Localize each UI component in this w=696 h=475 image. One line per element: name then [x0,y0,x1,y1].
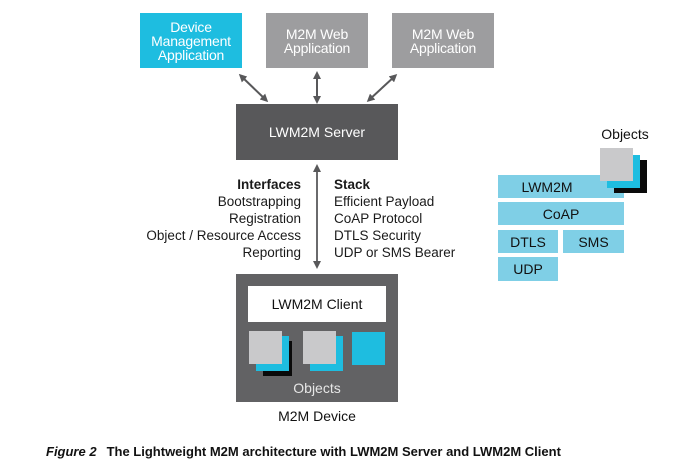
stack-object-square [600,148,633,181]
client-label: LWM2M Client [271,296,363,312]
m2m-device-label: M2M Device [278,408,356,424]
figure-caption: Figure 2 The Lightweight M2M architecture… [46,444,686,459]
stack-list: Stack Efficient Payload CoAP Protocol DT… [334,176,494,261]
stack-objects-label: Objects [601,126,649,142]
lwm2m-server: LWM2M Server [236,104,398,160]
layer-label: UDP [513,261,543,277]
stack-heading: Stack [334,177,371,192]
interfaces-list: Interfaces Bootstrapping Registration Ob… [120,176,301,261]
app-label-line: M2M Web [285,25,349,42]
layer-label: LWM2M [521,178,573,195]
interface-item: Registration [228,211,301,226]
layer-dtls: DTLS [498,230,558,253]
figure-caption-text: The Lightweight M2M architecture with LW… [106,444,561,459]
object-square-3 [352,332,385,365]
device-objects-label: Objects [293,380,341,396]
app-label-line: Device [170,18,212,35]
figure-number: Figure 2 [46,444,97,459]
layer-coap: CoAP [498,202,624,225]
layer-sms: SMS [563,230,624,253]
stack-item: CoAP Protocol [334,211,423,226]
layer-udp: UDP [498,257,558,281]
arrow-web-app-2-server [366,73,398,103]
device-management-application: Device Management Application [140,13,242,68]
layer-label: DTLS [510,233,546,250]
layer-lwm2m: LWM2M [498,175,624,198]
app-label-line: M2M Web [411,25,475,42]
interface-item: Bootstrapping [217,194,301,209]
layer-label: SMS [578,233,609,250]
object-square-2 [303,331,336,364]
m2m-web-application-2: M2M Web Application [392,13,494,68]
app-label-line: Application [157,46,225,63]
arrow-device-mgmt-server [238,73,269,103]
lwm2m-client: LWM2M Client [248,286,386,322]
interface-item: Object / Resource Access [146,228,301,243]
interface-item: Reporting [242,245,301,260]
m2m-web-application-1: M2M Web Application [266,13,368,68]
app-label-line: Application [409,39,477,56]
server-label: LWM2M Server [268,124,366,140]
stack-item: UDP or SMS Bearer [334,245,456,260]
stack-item: DTLS Security [334,228,422,243]
interfaces-heading: Interfaces [237,177,301,192]
stack-item: Efficient Payload [334,194,435,209]
object-square-1 [249,331,282,364]
layer-label: CoAP [542,205,580,222]
app-label-line: Application [283,39,351,56]
app-label-line: Management [151,32,231,49]
